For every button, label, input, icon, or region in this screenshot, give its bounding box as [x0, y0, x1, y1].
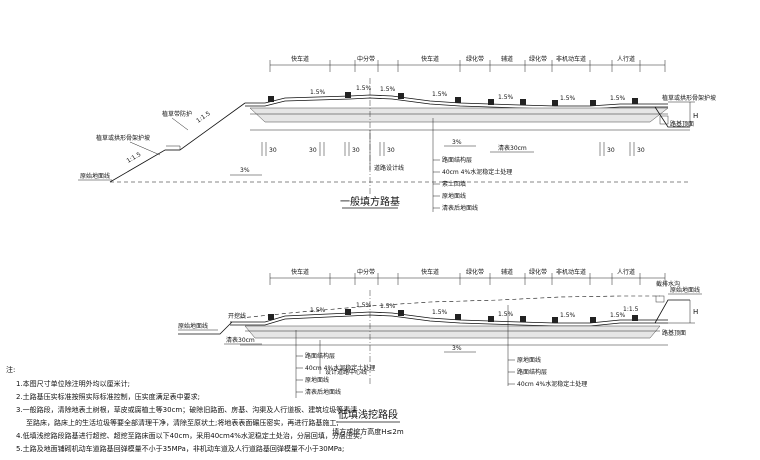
crossfall-label: 1.5%	[310, 307, 326, 314]
slope-protection-label: 植草带防护	[162, 110, 192, 118]
legend-item: 原地面线	[305, 376, 329, 384]
bottom-lane-label: 快车道	[291, 268, 309, 276]
crossfall-label: 1.5%	[432, 91, 448, 98]
legend-item: 清表后地面线	[442, 204, 478, 212]
bottom-dimension-line: 快车道 中分带 快车道 绿化带 辅道 绿化带 非机动车道 人行道	[269, 268, 666, 285]
top-lane-label: 非机动车道	[556, 55, 586, 63]
notes-heading: 注:	[6, 365, 15, 374]
thickness-label: 30	[637, 147, 645, 154]
bottom-left-side: 原始地面线 开挖线 清表30cm	[178, 312, 262, 345]
crossfall-label: 1.5%	[356, 85, 372, 92]
grade-label: 3%	[452, 345, 462, 352]
bottom-lane-label: 非机动车道	[556, 268, 586, 276]
crossfall-label: 1.5%	[432, 309, 448, 316]
notes-block: 注: 1.本图尺寸单位除注明外均以厘米计; 2.土路基压实标准按照实际标准控制，…	[6, 365, 362, 453]
thickness-label: 30	[387, 147, 395, 154]
legend-item: 路面结构层	[442, 156, 472, 164]
bottom-lane-label: 辅道	[501, 268, 513, 276]
top-lane-label: 绿化带	[466, 55, 484, 63]
legend-item: 路面结构层	[517, 368, 547, 376]
top-right-embankment: H 植草或拱形骨架护坡 路基顶面	[654, 94, 716, 128]
crossfall-label: 1.5%	[560, 95, 576, 102]
bottom-legend-left: 路面结构层 40cm 4%水泥稳定土处理 原地面线 清表后地面线	[295, 330, 375, 398]
top-left-embankment: 1:1.5 1:1.5 植草带防护 植草或拱形骨架护坡 原始地面线	[78, 102, 246, 183]
legend-item: 清表后地面线	[305, 388, 341, 396]
section-title: 一般填方路基	[340, 195, 400, 208]
thickness-label: 30	[269, 147, 277, 154]
top-lane-label: 人行道	[617, 55, 635, 63]
note-item: 2.土路基压实标准按照实际标准控制，压实度满足表中要求;	[16, 392, 200, 401]
top-layer-markers: 3% 3% 30 30 30 30 30 30 清表30cm	[230, 139, 645, 176]
bottom-road-surface: 1.5% 1.5% 1.5% 1.5% 1.5% 1.5% 1.5%	[230, 302, 668, 339]
crossfall-label: 1.5%	[380, 86, 396, 93]
section-title: 低填浅挖路段	[338, 408, 398, 421]
thickness-label: 30	[352, 147, 360, 154]
cut-line-label: 开挖线	[228, 312, 246, 320]
crossfall-label: 1.5%	[310, 89, 326, 96]
ground-line-label: 原始地面线	[80, 172, 110, 180]
bottom-lane-label: 人行道	[617, 268, 635, 276]
bottom-lane-label: 中分带	[357, 268, 375, 276]
slope-ratio-label: 1:1.5	[126, 151, 143, 165]
legend-item: 素土回填	[442, 180, 466, 188]
legend-item: 40cm 4%水泥稳定土处理	[305, 364, 375, 372]
bottom-lane-label: 绿化带	[529, 268, 547, 276]
note-item: 5.土路及地面铺砌机动车道路基回弹模量不小于35MPa，非机动车道及人行道路基回…	[16, 444, 344, 453]
grade-label: 3%	[240, 167, 250, 174]
design-line-label: 道路设计线	[374, 164, 404, 172]
top-lane-label: 快车道	[421, 55, 439, 63]
design-line-label: 设计道路中心线	[325, 368, 367, 376]
crossfall-label: 1.5%	[380, 303, 396, 310]
clearing-depth-label: 清表30cm	[226, 336, 255, 344]
crossfall-label: 1.5%	[498, 311, 514, 318]
ground-line-label: 原始地面线	[178, 322, 208, 330]
crossfall-label: 1.5%	[610, 95, 626, 102]
legend-item: 路面结构层	[305, 352, 335, 360]
subgrade-top-label: 路基顶面	[670, 120, 694, 128]
top-lane-label: 快车道	[291, 55, 309, 63]
top-cross-section: 快车道 中分带 快车道 绿化带 辅道 绿化带 非机动车道 人行道	[78, 55, 716, 212]
top-road-surface: 1.5% 1.5% 1.5% 1.5% 1.5% 1.5% 1.5%	[245, 85, 669, 123]
bottom-cross-section: 快车道 中分带 快车道 绿化带 辅道 绿化带 非机动车道 人行道 1	[178, 268, 702, 436]
slope-ratio-label: 1:1.5	[195, 110, 212, 125]
thickness-label: 30	[309, 147, 317, 154]
section-subtitle: 填方或挖方高度H≤2m	[332, 427, 404, 436]
crossfall-label: 1.5%	[356, 302, 372, 309]
bottom-right-cut: H 1:1.5 原始地面线 截排水沟 路基顶面	[623, 280, 702, 337]
top-lane-label: 中分带	[357, 55, 375, 63]
bottom-lane-label: 绿化带	[466, 268, 484, 276]
legend-item: 40cm 4%水泥稳定土处理	[517, 380, 587, 388]
height-label: H	[693, 112, 698, 120]
note-item: 1.本图尺寸单位除注明外均以厘米计;	[16, 379, 130, 388]
clearing-depth-label: 清表30cm	[498, 144, 527, 152]
slope-ratio-label: 1:1.5	[623, 306, 639, 313]
legend-item: 原地面线	[442, 192, 466, 200]
legend-item: 原地面线	[517, 356, 541, 364]
ground-line-label: 原始地面线	[670, 286, 700, 294]
top-lane-label: 辅道	[501, 55, 513, 63]
top-dimension-line: 快车道 中分带 快车道 绿化带 辅道 绿化带 非机动车道 人行道	[269, 55, 666, 72]
top-lane-label: 绿化带	[529, 55, 547, 63]
top-legend: 路面结构层 40cm 4%水泥稳定土处理 素土回填 原地面线 清表后地面线	[432, 118, 512, 212]
legend-item: 40cm 4%水泥稳定土处理	[442, 168, 512, 176]
note-item: 3.一般路段，清除地表土树根，草皮或腐植土等30cm；破除旧路面、房基、沟渠及人…	[16, 405, 357, 414]
note-item: 4.低填浅挖路段路基进行超挖、超挖至路床面以下40cm，采用40cm4%水泥稳定…	[16, 431, 362, 440]
crossfall-label: 1.5%	[498, 94, 514, 101]
height-label: H	[693, 308, 698, 316]
drainage-label: 截排水沟	[656, 280, 680, 288]
bottom-legend-right: 原地面线 路面结构层 40cm 4%水泥稳定土处理	[507, 305, 587, 388]
note-item: 至路床，路床上的生活垃圾等要全部清理干净，清除至原状土;将地表表面碾压密实，再进…	[26, 418, 339, 427]
slope-protection-label: 植草或拱形骨架护坡	[662, 94, 716, 102]
grade-label: 3%	[452, 139, 462, 146]
roadbed-top-label: 路基顶面	[662, 329, 686, 337]
crossfall-label: 1.5%	[610, 312, 626, 319]
crossfall-label: 1.5%	[560, 312, 576, 319]
original-ground-dashed	[239, 295, 660, 319]
slope-protection-label: 植草或拱形骨架护坡	[96, 134, 150, 142]
bottom-lane-label: 快车道	[421, 268, 439, 276]
thickness-label: 30	[607, 147, 615, 154]
